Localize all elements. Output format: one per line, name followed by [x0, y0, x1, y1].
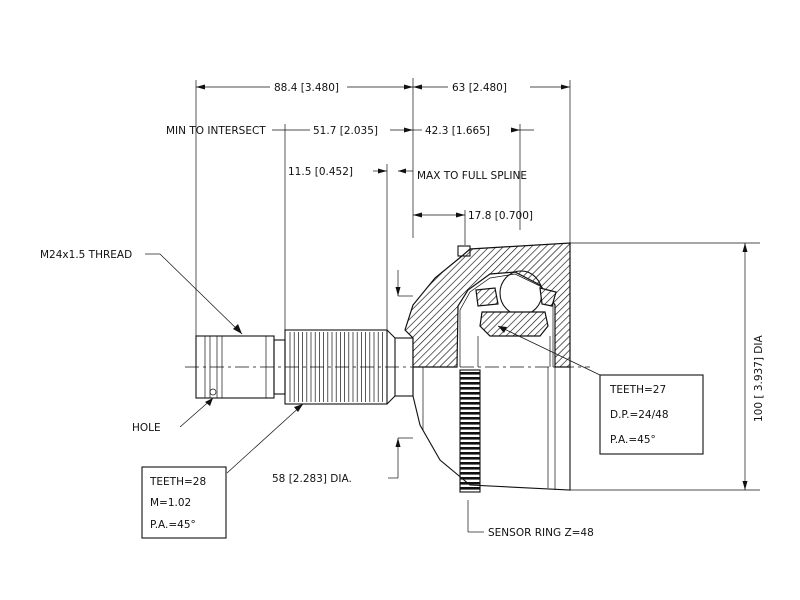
inner-race: [475, 270, 557, 367]
dim-neck-dia: 58 [2.283] DIA.: [272, 473, 352, 485]
spec-left-teeth: TEETH=28: [149, 476, 206, 488]
min-to-intersect-label: MIN TO INTERSECT: [166, 125, 266, 137]
dim-min-to-intersect: 51.7 [2.035]: [313, 125, 378, 137]
spec-box-right: [599, 374, 704, 455]
thread-label: M24x1.5 THREAD: [40, 249, 132, 261]
sensor-ring-label: SENSOR RING Z=48: [488, 527, 594, 539]
spec-left-pressure-angle: P.A.=45°: [150, 519, 196, 531]
dim-overall-left: 88.4 [3.480]: [274, 82, 339, 94]
dim-overall-right: 63 [2.480]: [452, 82, 507, 94]
outer-bell: [404, 242, 571, 491]
spec-right-teeth: TEETH=27: [609, 384, 666, 396]
sensor-ring: [459, 369, 481, 493]
dimension-lines: [195, 78, 760, 491]
hole-label: HOLE: [132, 422, 161, 434]
spec-left-module: M=1.02: [150, 497, 191, 509]
leader-lines: [145, 253, 601, 533]
spec-box-left: [141, 466, 227, 539]
spec-right-diametral-pitch: D.P.=24/48: [610, 409, 669, 421]
dim-right-upper: 42.3 [1.665]: [425, 125, 490, 137]
max-to-full-spline-label: MAX TO FULL SPLINE: [417, 170, 527, 182]
dim-outer-dia: 100 [ 3.937] DIA: [753, 335, 765, 422]
dim-spline-offset: 11.5 [0.452]: [288, 166, 353, 178]
dim-bell-lip: 17.8 [0.700]: [468, 210, 533, 222]
spec-right-pressure-angle: P.A.=45°: [610, 434, 656, 446]
